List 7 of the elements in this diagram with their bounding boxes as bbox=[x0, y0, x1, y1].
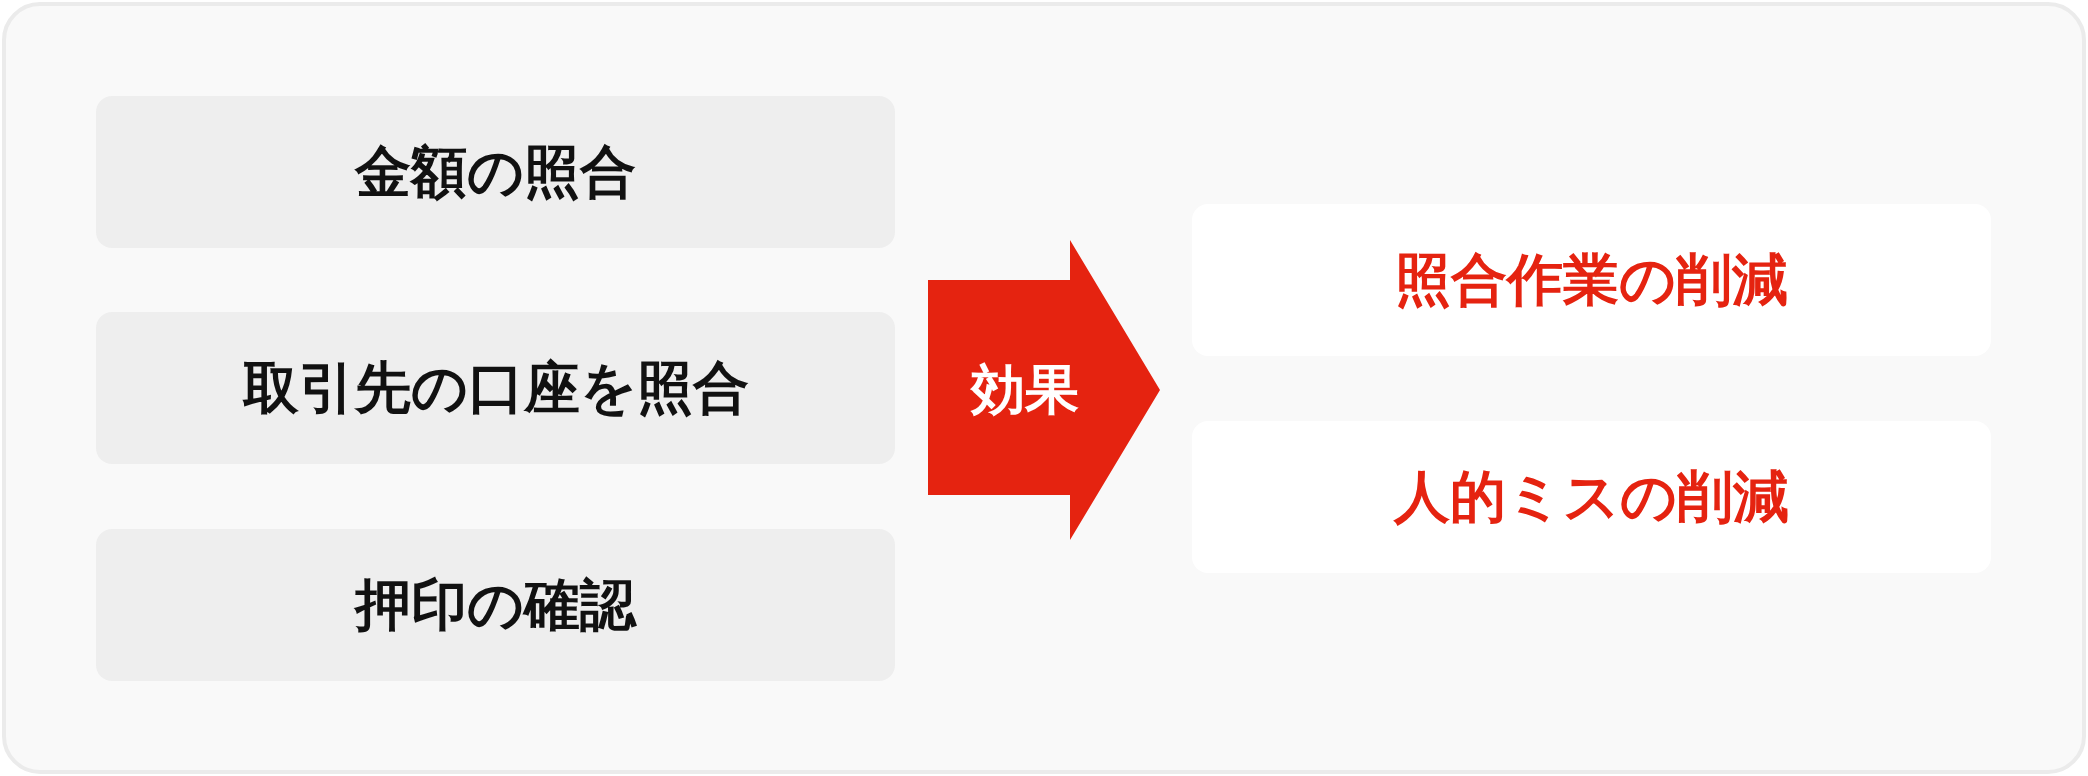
task-label: 取引先の口座を照合 bbox=[242, 354, 749, 422]
block-arrow bbox=[928, 240, 1160, 540]
arrow-label: 効果 bbox=[971, 357, 1079, 423]
task-label: 押印の確認 bbox=[355, 571, 636, 639]
result-label: 照合作業の削減 bbox=[1395, 246, 1788, 314]
result-label: 人的ミスの削減 bbox=[1394, 463, 1789, 531]
task-label: 金額の照合 bbox=[355, 138, 636, 206]
